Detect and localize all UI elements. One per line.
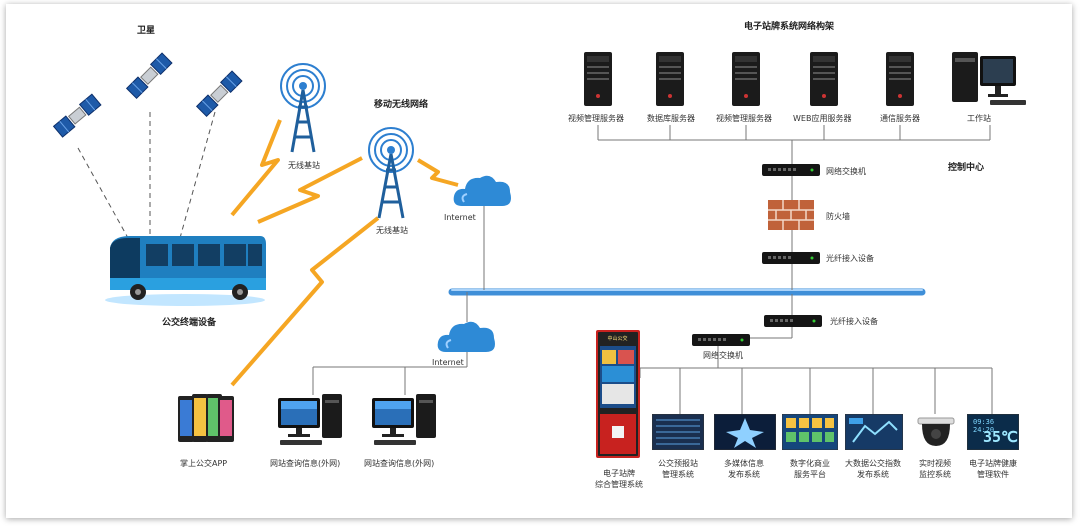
firewall-icon xyxy=(768,200,814,230)
fiber-access-label: 光纤接入设备 xyxy=(830,317,878,326)
server-icon xyxy=(882,50,918,108)
phones-icon xyxy=(178,392,234,446)
server-label: 数据库服务器 xyxy=(647,114,695,123)
lightning-bolt-3 xyxy=(230,216,380,387)
monitor-icon xyxy=(714,414,776,450)
system-label: 数字化商业服务平台 xyxy=(790,459,830,479)
lightning-bolt-4 xyxy=(416,158,459,187)
server-icon xyxy=(580,50,616,108)
app-label: 掌上公交APP xyxy=(180,459,228,468)
network-switch-icon xyxy=(762,162,820,178)
kiosk-icon: 中山公交 xyxy=(596,330,640,458)
internet-label: Internet xyxy=(444,213,476,222)
fiber-access-icon xyxy=(764,313,822,329)
base-station-label: 无线基站 xyxy=(376,226,408,235)
lcd-temperature: 35℃ xyxy=(983,428,1018,446)
server-icon xyxy=(652,50,688,108)
network-switch-label: 网络交换机 xyxy=(826,167,866,176)
website-query-label: 网站查询信息(外网) xyxy=(270,459,341,468)
system-label: 大数据公交指数发布系统 xyxy=(845,459,901,479)
monitor-icon xyxy=(652,414,704,450)
cloud-icon xyxy=(436,318,498,354)
workstation-icon xyxy=(950,50,1030,110)
satellite-label: 卫星 xyxy=(137,26,156,36)
server-label: 视频管理服务器 xyxy=(716,114,772,123)
control-center-label: 控制中心 xyxy=(948,163,985,173)
lcd-time: 09:36 24:20 xyxy=(973,418,995,434)
system-label: 公交预报站管理系统 xyxy=(658,459,698,479)
system-label: 电子站牌健康管理软件 xyxy=(969,459,1017,479)
network-switch-label: 网络交换机 xyxy=(703,351,743,360)
satellite-icon xyxy=(48,82,108,148)
system-label: 电子站牌综合管理系统 xyxy=(595,469,643,489)
server-icon xyxy=(806,50,842,108)
desktop-pc-icon xyxy=(276,392,346,448)
cloud-icon xyxy=(452,172,514,208)
monitor-icon xyxy=(845,414,903,450)
network-switch-icon xyxy=(692,332,750,348)
satellite-link-1 xyxy=(77,147,129,239)
fiber-access-icon xyxy=(762,250,820,266)
satellite-link-3 xyxy=(179,111,216,239)
lightning-bolt-1 xyxy=(230,119,282,217)
lightning-bolt-2 xyxy=(257,156,363,224)
satellite-icon xyxy=(190,60,250,126)
architecture-title: 电子站牌系统网络构架 xyxy=(744,22,835,32)
mobile-network-label: 移动无线网络 xyxy=(374,100,429,110)
server-label: 通信服务器 xyxy=(880,114,920,123)
server-label: 工作站 xyxy=(967,114,991,123)
server-label: WEB应用服务器 xyxy=(793,114,852,123)
monitor-icon xyxy=(782,414,838,450)
satellite-icon xyxy=(120,42,180,108)
camera-icon xyxy=(916,416,956,448)
server-icon xyxy=(728,50,764,108)
base-station-label: 无线基站 xyxy=(288,161,320,170)
radio-tower-icon xyxy=(366,122,416,222)
bus-icon xyxy=(100,228,270,308)
radio-tower-icon xyxy=(278,62,328,154)
system-label: 实时视频监控系统 xyxy=(919,459,951,479)
website-query-label: 网站查询信息(外网) xyxy=(364,459,435,468)
firewall-label: 防火墙 xyxy=(826,212,850,221)
internet-label: Internet xyxy=(432,358,464,367)
kiosk-header-text: 中山公交 xyxy=(607,336,628,342)
lcd-panel-icon: 09:36 24:20 35℃ xyxy=(967,414,1019,450)
bus-terminal-label: 公交终端设备 xyxy=(162,318,217,328)
system-label: 多媒体信息发布系统 xyxy=(724,459,764,479)
desktop-pc-icon xyxy=(370,392,440,448)
server-label: 视频管理服务器 xyxy=(568,114,624,123)
fiber-access-label: 光纤接入设备 xyxy=(826,254,874,263)
